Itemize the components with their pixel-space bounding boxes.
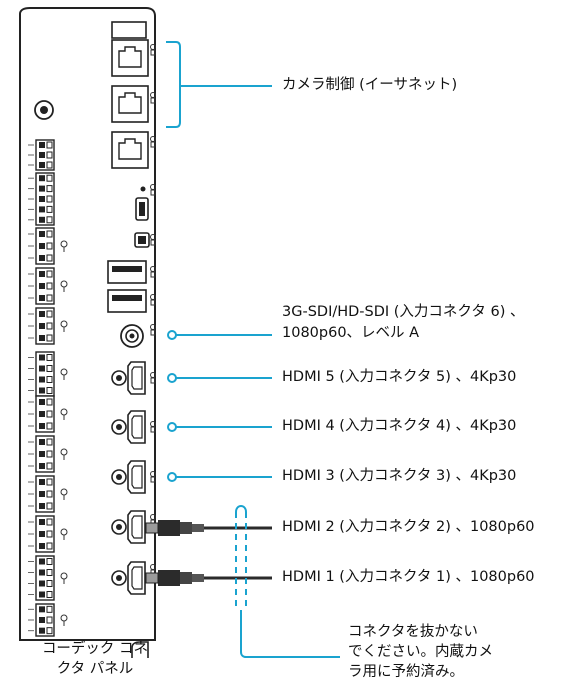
- hdmi-port: [111, 410, 146, 444]
- terminal-block: [28, 267, 68, 305]
- sdi-label-line2: 1080p60、レベル A: [282, 325, 420, 341]
- hdmi-cable-1: [145, 570, 272, 586]
- hdmi2-label: HDMI 2 (入力コネクタ 2) 、1080p60: [282, 519, 535, 535]
- mini-hdmi-port: [135, 186, 149, 221]
- caption-line1: コーデック コネ: [41, 641, 149, 657]
- ethernet-port-2: [111, 85, 149, 123]
- terminal-block: [28, 435, 68, 473]
- ethernet-port-1: [111, 39, 149, 77]
- port-glyph: [150, 136, 156, 148]
- hdmi-port: [111, 561, 146, 595]
- port-glyph: [150, 324, 156, 336]
- port-glyph: [150, 294, 156, 306]
- port-glyph: [150, 234, 156, 246]
- port-glyph: [150, 92, 156, 104]
- hdmi-ports: [111, 361, 146, 595]
- terminal-block: [28, 555, 68, 601]
- hdmi-cable-2: [145, 520, 272, 536]
- terminal-block: [28, 172, 55, 226]
- hdmi4-leader: [167, 422, 272, 432]
- usb-a-port-2: [107, 289, 147, 313]
- terminal-block: [28, 395, 68, 433]
- reserved-note-line3: ラ用に予約済み。: [348, 664, 464, 680]
- sdi-bnc-connector: [120, 324, 144, 348]
- reserved-dashed-bracket: [235, 505, 340, 658]
- terminal-block: [28, 351, 68, 397]
- terminal-block: [28, 139, 55, 171]
- hdmi5-label: HDMI 5 (入力コネクタ 5) 、4Kp30: [282, 369, 517, 385]
- terminal-block: [28, 307, 68, 345]
- hdmi-port: [111, 361, 146, 395]
- camera-control-label: カメラ制御 (イーサネット): [282, 77, 458, 93]
- antenna-connector: [34, 100, 54, 120]
- camera-control-bracket: [166, 41, 181, 128]
- usb-b-port: [134, 232, 150, 248]
- hdmi1-label: HDMI 1 (入力コネクタ 1) 、1080p60: [282, 569, 535, 585]
- hdmi3-label: HDMI 3 (入力コネクタ 3) 、4Kp30: [282, 468, 517, 484]
- terminal-block: [28, 515, 68, 553]
- usb-a-port-1: [107, 260, 147, 284]
- caption-line2: クタ パネル: [56, 661, 134, 677]
- reserved-note-line1: コネクタを抜かない: [348, 624, 478, 640]
- sdi-leader: [167, 330, 272, 340]
- port-glyph: [150, 44, 156, 56]
- terminal-block: [28, 603, 68, 637]
- port-glyph: [150, 184, 156, 196]
- ethernet-port-3: [111, 131, 149, 169]
- hdmi-port: [111, 510, 146, 544]
- port-glyph: [150, 266, 156, 278]
- terminal-block: [28, 475, 68, 513]
- port-glyph: [150, 471, 156, 483]
- bottom-partial-port: [131, 641, 149, 658]
- port-glyph: [150, 372, 156, 384]
- hdmi3-leader: [167, 472, 272, 482]
- reserved-note-line2: でください。内蔵カメ: [348, 644, 493, 660]
- hdmi5-leader: [167, 373, 272, 383]
- sdi-label-line1: 3G-SDI/HD-SDI (入力コネクタ 6) 、: [282, 304, 525, 320]
- top-partial-port: [111, 21, 147, 39]
- hdmi4-label: HDMI 4 (入力コネクタ 4) 、4Kp30: [282, 418, 517, 434]
- port-glyph: [150, 421, 156, 433]
- terminal-block: [28, 227, 68, 265]
- hdmi-port: [111, 460, 146, 494]
- terminal-blocks: [28, 139, 68, 637]
